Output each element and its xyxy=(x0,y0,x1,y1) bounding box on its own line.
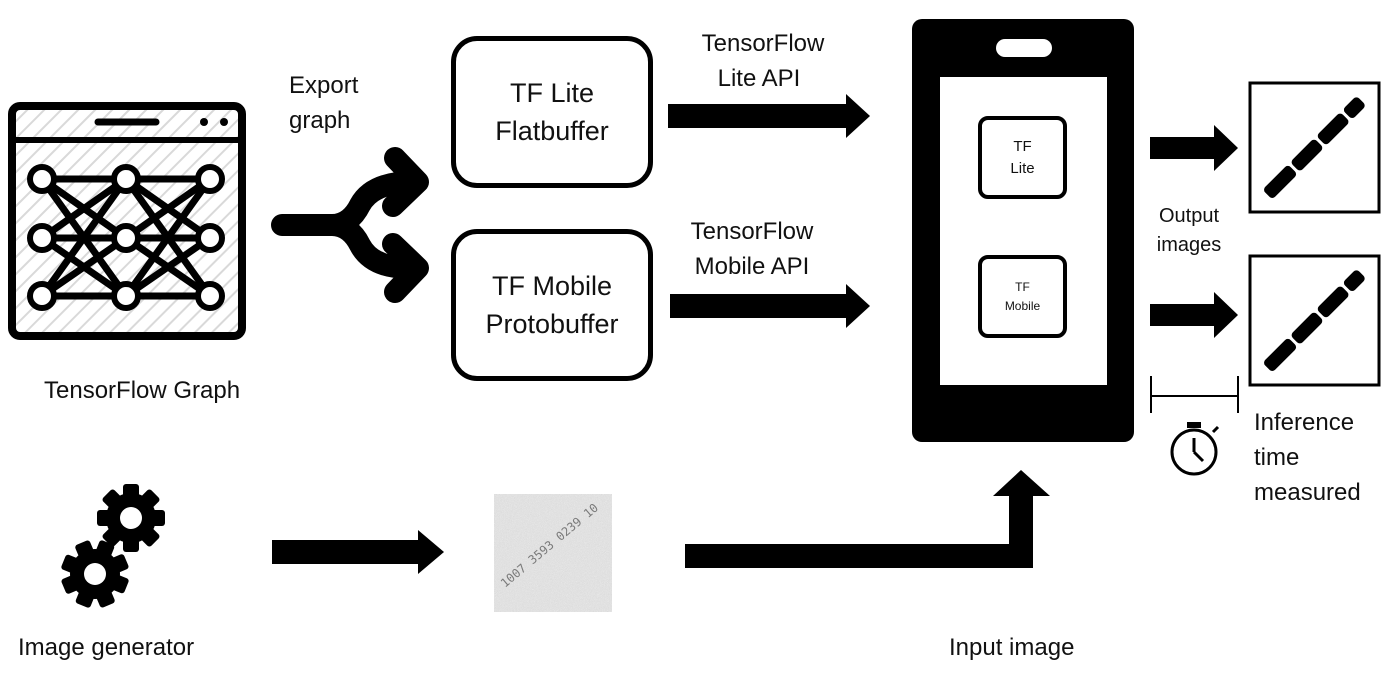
tf-mobile-chip-line1: TF xyxy=(1015,279,1030,294)
output-images-label: Output images xyxy=(1142,202,1236,260)
inference-time-label: Inference time measured xyxy=(1254,405,1361,510)
export-label-line2: graph xyxy=(289,107,351,134)
export-label: Export graph xyxy=(289,68,358,138)
output-arrow-bottom xyxy=(1150,292,1238,338)
output-arrow-top xyxy=(1150,125,1238,171)
tf-lite-chip-line1: TF xyxy=(1013,137,1032,155)
output-images-line2: images xyxy=(1156,234,1222,256)
mobile-api-line2: Mobile API xyxy=(694,253,810,280)
gears-icon xyxy=(61,484,165,608)
lite-api-arrow xyxy=(668,94,870,138)
tf-lite-chip-line2: Lite xyxy=(1010,159,1035,177)
tensorflow-graph-caption: TensorFlow Graph xyxy=(44,377,241,404)
inference-line2: time xyxy=(1254,444,1300,471)
phone-device xyxy=(912,19,1134,442)
lite-api-line1: TensorFlow xyxy=(701,30,825,57)
input-image-caption: Input image xyxy=(949,634,1075,661)
tf-mobile-chip-line2: Mobile xyxy=(1004,298,1041,313)
timing-bracket xyxy=(1150,376,1239,413)
tf-mobile-box-line2: Protobuffer xyxy=(485,309,619,339)
generator-arrow xyxy=(272,530,444,574)
tf-lite-box-line2: Flatbuffer xyxy=(495,116,609,146)
inference-line1: Inference xyxy=(1254,409,1355,436)
mobile-api-arrow xyxy=(670,284,870,328)
tensorflow-graph-icon xyxy=(8,102,246,340)
tf-lite-box-line1: TF Lite xyxy=(509,78,595,108)
tf-mobile-chip: TF Mobile xyxy=(978,255,1067,338)
inference-line3: measured xyxy=(1254,479,1361,506)
output-image-top xyxy=(1248,81,1381,214)
tf-lite-flatbuffer-box: TF Lite Flatbuffer xyxy=(451,36,653,188)
input-image-sample: 1007 3593 0239 10 xyxy=(494,494,612,612)
export-label-line1: Export xyxy=(289,72,359,99)
input-arrow xyxy=(685,470,1050,568)
tf-lite-chip: TF Lite xyxy=(978,116,1067,199)
output-images-line1: Output xyxy=(1158,205,1220,227)
mobile-api-line1: TensorFlow xyxy=(690,218,814,245)
tf-mobile-box-line1: TF Mobile xyxy=(491,271,613,301)
lite-api-label: TensorFlow Lite API xyxy=(683,26,843,96)
lite-api-line2: Lite API xyxy=(717,65,801,92)
output-image-bottom xyxy=(1248,254,1381,387)
image-generator-caption: Image generator xyxy=(18,634,195,661)
tf-mobile-protobuffer-box: TF Mobile Protobuffer xyxy=(451,229,653,381)
mobile-api-label: TensorFlow Mobile API xyxy=(672,214,832,284)
split-arrow-icon xyxy=(271,147,429,303)
stopwatch-icon xyxy=(1170,422,1220,476)
